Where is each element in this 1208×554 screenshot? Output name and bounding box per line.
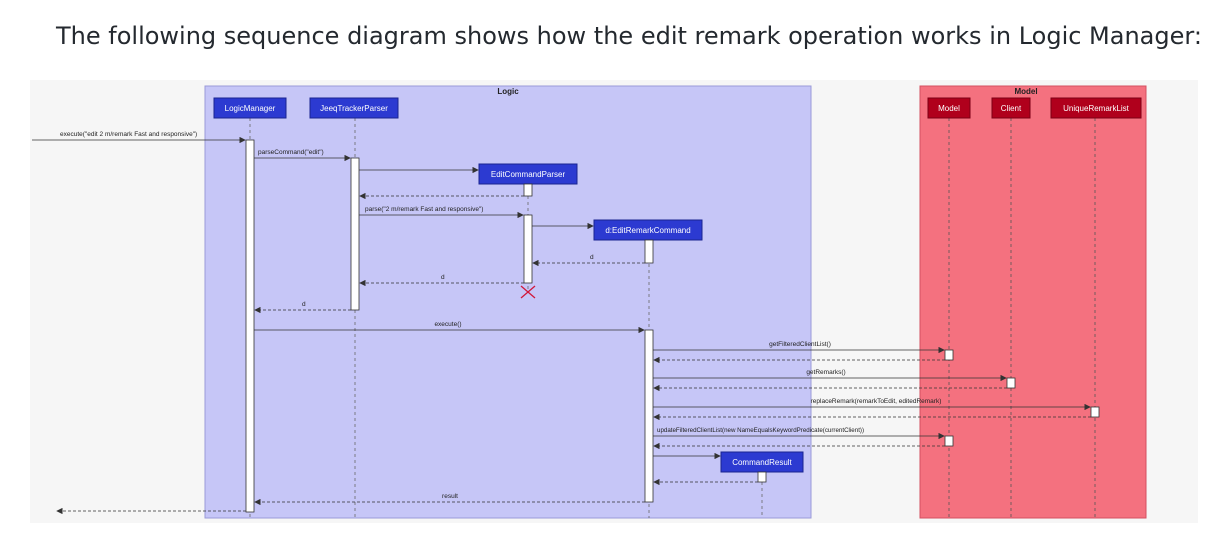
msg-execute-input: execute("edit 2 m/remark Fast and respon… [60, 131, 197, 138]
activation-parser [350, 157, 360, 311]
participant-client: Client [1001, 104, 1022, 113]
activation-logic-manager [245, 139, 255, 513]
participant-logic-manager: LogicManager [225, 104, 276, 113]
msg-return-d-3: d [302, 301, 306, 308]
msg-result: result [442, 493, 458, 500]
msg-execute: execute() [434, 321, 461, 328]
participant-edit-command-parser: EditCommandParser [491, 170, 566, 179]
participant-box-parser [309, 97, 399, 119]
participant-edit-remark-command: d:EditRemarkCommand [605, 226, 690, 235]
msg-update-filtered-client-list: updateFilteredClientList(new NameEqualsK… [657, 427, 864, 434]
participant-unique-remark-list: UniqueRemarkList [1063, 104, 1130, 113]
activation-unique-remark-list [1090, 406, 1100, 418]
participant-box-model [927, 97, 971, 119]
logic-frame-title: Logic [497, 87, 519, 96]
msg-return-d-1: d [590, 254, 594, 261]
participant-model: Model [938, 104, 960, 113]
msg-replace-remark: replaceRemark(remarkToEdit, editedRemark… [811, 398, 942, 405]
model-frame [919, 85, 1147, 519]
msg-get-remarks: getRemarks() [806, 369, 845, 376]
activation-edit-command-parser-1 [523, 183, 533, 197]
participant-box-client [991, 97, 1031, 119]
msg-get-filtered-client-list: getFilteredClientList() [769, 341, 831, 348]
activation-edit-remark-command-1 [644, 239, 654, 264]
activation-edit-command-parser-2 [523, 214, 533, 284]
model-frame-title: Model [1014, 87, 1037, 96]
msg-return-d-2: d [441, 274, 445, 281]
activation-edit-remark-command-2 [644, 329, 654, 503]
participant-command-result: CommandResult [732, 458, 792, 467]
participant-box-logic-manager [213, 97, 287, 119]
intro-text: The following sequence diagram shows how… [56, 22, 1202, 50]
participant-parser: JeeqTrackerParser [320, 104, 388, 113]
msg-parse-command: parseCommand("edit") [258, 149, 324, 156]
msg-parse: parse("2 m/remark Fast and responsive") [365, 206, 483, 213]
participant-box-unique-remark-list [1050, 97, 1142, 119]
activation-command-result [757, 471, 767, 483]
activation-model-1 [944, 349, 954, 361]
activation-model-2 [944, 435, 954, 447]
activation-client [1006, 377, 1016, 389]
destroy-edit-command-parser [520, 285, 536, 299]
